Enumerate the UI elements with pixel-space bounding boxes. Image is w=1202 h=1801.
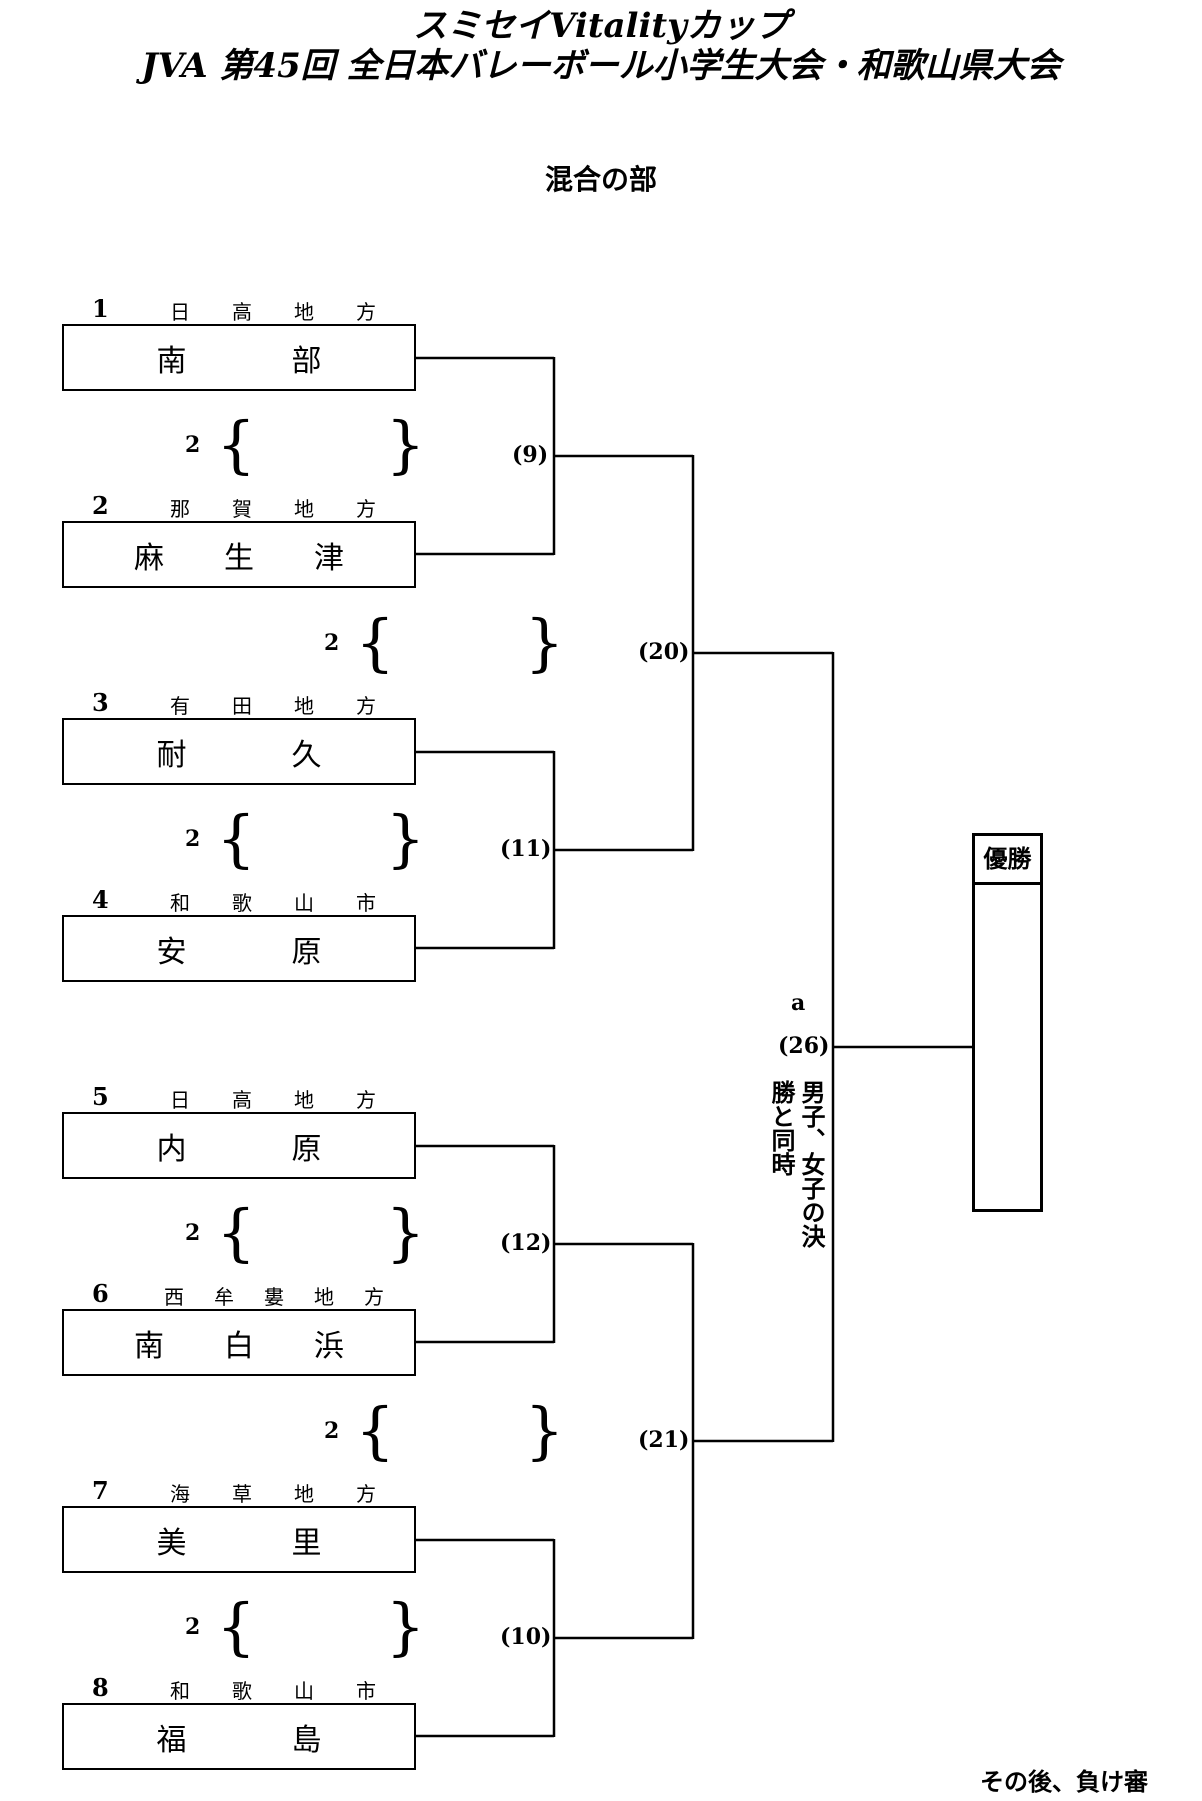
team-box: 内原 <box>62 1112 416 1179</box>
seed-number: 1 <box>92 294 109 323</box>
champion-box: 優勝 <box>972 833 1043 1212</box>
title-line-1: スミセイVitalityカップ <box>413 6 789 46</box>
section-title: 混合の部 <box>544 163 657 196</box>
score-input-group: 2 {} <box>324 1394 565 1467</box>
team-region: 有田地方 <box>170 694 376 718</box>
seed-number: 8 <box>92 1673 109 1702</box>
title-line-2: JVA 第45回 全日本バレーボール小学生大会・和歌山県大会 <box>141 46 1061 86</box>
team-box: 耐久 <box>62 718 416 785</box>
final-note: 男子、女子の決勝と同時 <box>767 1080 826 1248</box>
seed-number: 3 <box>92 688 109 717</box>
team-region: 西牟婁地方 <box>164 1285 384 1309</box>
seed-number: 6 <box>92 1279 109 1308</box>
match-number-10: (10) <box>500 1624 552 1650</box>
team-box: 南部 <box>62 324 416 391</box>
score-input-group: 2 {} <box>185 802 426 875</box>
seed-number: 4 <box>92 885 109 914</box>
match-number-21: (21) <box>638 1427 690 1453</box>
team-region: 和歌山市 <box>170 891 376 915</box>
team-box: 安原 <box>62 915 416 982</box>
team-box: 美里 <box>62 1506 416 1573</box>
match-number-9: (9) <box>512 442 549 468</box>
team-box: 福島 <box>62 1703 416 1770</box>
score-input-group: 2 {} <box>185 408 426 481</box>
seed-number: 2 <box>92 491 109 520</box>
court-label: a <box>791 990 806 1016</box>
team-box: 南白浜 <box>62 1309 416 1376</box>
seed-number: 5 <box>92 1082 109 1111</box>
team-region: 和歌山市 <box>170 1679 376 1703</box>
score-input-group: 2 {} <box>185 1196 426 1269</box>
team-region: 日高地方 <box>170 300 376 324</box>
team-box: 麻生津 <box>62 521 416 588</box>
match-number-20: (20) <box>638 639 690 665</box>
team-region: 日高地方 <box>170 1088 376 1112</box>
score-input-group: 2 {} <box>185 1590 426 1663</box>
match-number-12: (12) <box>500 1230 552 1256</box>
seed-number: 7 <box>92 1476 109 1505</box>
match-number-26: (26) <box>778 1033 830 1059</box>
team-region: 那賀地方 <box>170 497 376 521</box>
champion-label: 優勝 <box>975 836 1040 885</box>
footer-note: その後、負け審 <box>980 1767 1148 1796</box>
team-region: 海草地方 <box>170 1482 376 1506</box>
match-number-11: (11) <box>500 836 552 862</box>
score-input-group: 2 {} <box>324 606 565 679</box>
